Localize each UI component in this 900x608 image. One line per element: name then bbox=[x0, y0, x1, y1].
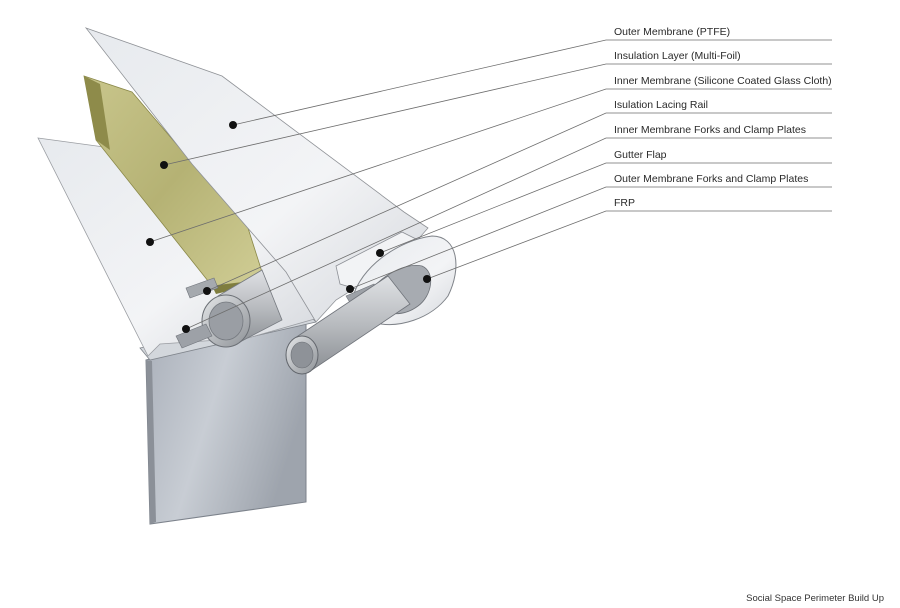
leader-outer-forks bbox=[349, 186, 832, 290]
dot-frp bbox=[423, 275, 431, 283]
label-inner-membrane-forks: Inner Membrane Forks and Clamp Plates bbox=[614, 124, 806, 136]
label-outer-membrane-forks: Outer Membrane Forks and Clamp Plates bbox=[614, 173, 809, 185]
label-lacing-rail: Isulation Lacing Rail bbox=[614, 99, 708, 111]
figure-caption: Social Space Perimeter Build Up bbox=[746, 593, 884, 604]
label-frp: FRP bbox=[614, 197, 635, 209]
label-inner-membrane: Inner Membrane (Silicone Coated Glass Cl… bbox=[614, 75, 832, 87]
lacing-rail-pipe bbox=[201, 269, 283, 348]
leader-lacing-rail bbox=[206, 112, 832, 292]
dot-outer-forks bbox=[346, 285, 354, 293]
leader-insulation bbox=[163, 63, 832, 166]
dot-outer-membrane bbox=[229, 121, 237, 129]
label-gutter-flap: Gutter Flap bbox=[614, 149, 667, 161]
dot-inner-membrane bbox=[146, 238, 154, 246]
gutter-pipe bbox=[285, 275, 411, 375]
label-insulation-layer: Insulation Layer (Multi-Foil) bbox=[614, 50, 741, 62]
dot-insulation bbox=[160, 161, 168, 169]
leader-lines bbox=[149, 39, 832, 330]
leader-inner-forks bbox=[185, 137, 832, 330]
dot-gutter-flap bbox=[376, 249, 384, 257]
leader-inner-membrane bbox=[149, 88, 832, 243]
dot-lacing-rail bbox=[203, 287, 211, 295]
inner-clamp-plates bbox=[175, 277, 219, 349]
leader-frp bbox=[426, 210, 832, 280]
leader-outer-membrane bbox=[232, 39, 832, 126]
leader-gutter-flap bbox=[379, 162, 832, 254]
label-outer-membrane: Outer Membrane (PTFE) bbox=[614, 26, 731, 38]
callout-dots bbox=[146, 121, 431, 333]
dot-inner-forks bbox=[182, 325, 190, 333]
